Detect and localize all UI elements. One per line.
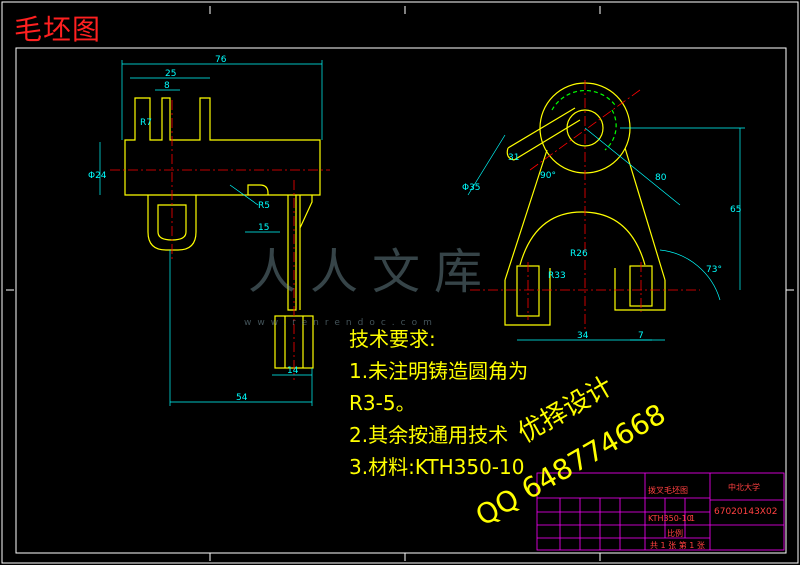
tech-requirements: 技术要求: 1.未注明铸造圆角为 R3-5。 2.其余按通用技术 3.材料:KT… bbox=[349, 323, 528, 483]
watermark-text: 人人文库 bbox=[248, 244, 497, 300]
dim-d35: Φ35 bbox=[462, 183, 481, 193]
side-view-centerlines bbox=[470, 80, 700, 330]
dim-34: 34 bbox=[577, 331, 589, 341]
title-block-scale: 比例 bbox=[667, 529, 683, 538]
inner-frame bbox=[15, 47, 787, 554]
side-view-dimension-labels: Φ35 90° 31 80 65 73° R33 R26 34 7 bbox=[462, 153, 741, 341]
dim-14: 14 bbox=[287, 366, 299, 376]
dim-76: 76 bbox=[215, 55, 227, 65]
title-block-material: KTH350-10 bbox=[648, 514, 692, 523]
dim-r7: R7 bbox=[140, 118, 152, 128]
tech-heading: 技术要求: bbox=[349, 327, 436, 351]
front-view-dimension-labels: 76 25 8 R7 Φ24 R5 15 14 54 bbox=[88, 55, 299, 403]
dim-r5: R5 bbox=[258, 201, 270, 211]
watermark-url: www.renrendoc.com bbox=[244, 318, 438, 328]
dim-90: 90° bbox=[540, 171, 556, 181]
dim-31: 31 bbox=[508, 153, 519, 163]
dim-8: 8 bbox=[164, 81, 170, 91]
front-view-dimensions bbox=[99, 60, 323, 406]
front-view-arm bbox=[247, 184, 313, 311]
title-block-drawing-name: 拨叉毛坯图 bbox=[648, 486, 688, 495]
title-block-school: 中北大学 bbox=[728, 483, 760, 492]
side-view-legs bbox=[504, 147, 666, 281]
tech-item-1b: R3-5。 bbox=[349, 391, 416, 415]
dim-54: 54 bbox=[236, 393, 248, 403]
side-view-left-pad bbox=[516, 265, 540, 317]
front-view bbox=[124, 97, 321, 369]
tech-item-3: 3.材料:KTH350-10 bbox=[349, 455, 525, 479]
title-block-code: 67020143X02 bbox=[714, 507, 778, 517]
dim-7: 7 bbox=[638, 331, 644, 341]
side-view-dimensions bbox=[467, 127, 745, 341]
dim-25: 25 bbox=[165, 69, 176, 79]
side-view-slot bbox=[506, 107, 581, 161]
title-block bbox=[536, 472, 785, 551]
side-view-base bbox=[504, 268, 666, 326]
dim-65: 65 bbox=[730, 205, 741, 215]
dim-r33: R33 bbox=[548, 271, 566, 281]
side-view-arch bbox=[519, 211, 646, 266]
front-view-centerlines bbox=[110, 100, 330, 380]
dim-d24: Φ24 bbox=[88, 171, 107, 181]
dim-r26: R26 bbox=[570, 249, 588, 259]
side-view-hatch-arc-2 bbox=[604, 109, 617, 151]
drawing-title: 毛坯图 bbox=[14, 13, 102, 46]
frame-ticks bbox=[6, 6, 794, 561]
dim-15: 15 bbox=[258, 223, 269, 233]
tech-item-2: 2.其余按通用技术 bbox=[349, 423, 509, 447]
dim-80: 80 bbox=[655, 173, 667, 183]
side-view-hatch-arc bbox=[551, 89, 616, 111]
title-block-qty: 1 bbox=[690, 514, 696, 523]
front-view-body bbox=[124, 97, 321, 196]
dim-73: 73° bbox=[706, 265, 722, 275]
tech-item-1: 1.未注明铸造圆角为 bbox=[349, 359, 529, 383]
title-block-footer: 共 1 张 第 1 张 bbox=[650, 541, 705, 550]
